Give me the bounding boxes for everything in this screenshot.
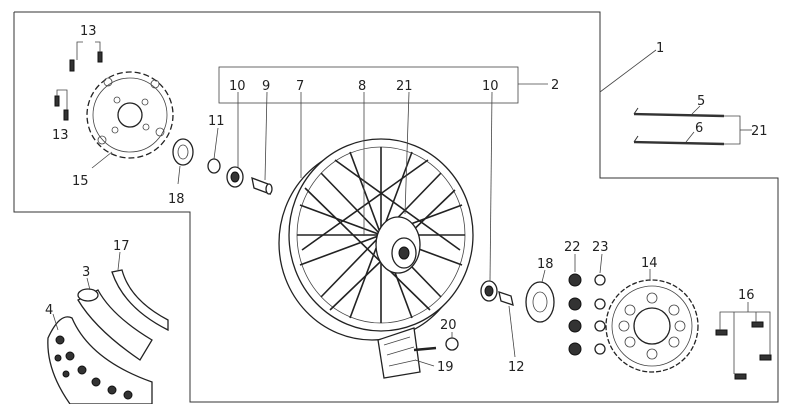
callout-4: 4 xyxy=(45,303,53,318)
inner-tube xyxy=(77,288,153,361)
kit-bracket xyxy=(218,66,519,104)
callout-19: 19 xyxy=(437,360,454,375)
callout-10-left: 10 xyxy=(229,79,246,94)
collar-right xyxy=(498,291,514,306)
callout-1: 1 xyxy=(656,41,664,56)
callout-12: 12 xyxy=(508,360,525,375)
rim-lock xyxy=(377,327,437,379)
lock-washers xyxy=(594,274,606,355)
bearing-right xyxy=(480,280,498,302)
callout-7: 7 xyxy=(296,79,304,94)
axle-collar xyxy=(251,176,273,196)
callout-21-kit: 21 xyxy=(396,79,413,94)
callout-22: 22 xyxy=(564,240,581,255)
rim-lock-nut xyxy=(445,337,459,351)
brake-disc xyxy=(86,71,174,159)
assembly-frame xyxy=(13,11,779,403)
callout-9: 9 xyxy=(262,79,270,94)
callout-18-right: 18 xyxy=(537,257,554,272)
callout-3: 3 xyxy=(82,265,90,280)
sprocket-bolts xyxy=(715,321,772,380)
callout-13-top: 13 xyxy=(80,24,97,39)
callout-2: 2 xyxy=(551,78,559,93)
callout-20: 20 xyxy=(440,318,457,333)
bearing-left xyxy=(226,166,244,188)
callout-11: 11 xyxy=(208,114,225,129)
callout-18-left: 18 xyxy=(168,192,185,207)
rear-sprocket xyxy=(605,279,699,373)
rim-strip xyxy=(111,269,169,332)
callout-6: 6 xyxy=(695,121,703,136)
spare-spokes xyxy=(633,107,725,146)
callout-10-right: 10 xyxy=(482,79,499,94)
callout-17: 17 xyxy=(113,239,130,254)
callout-23: 23 xyxy=(592,240,609,255)
wheel-hub xyxy=(375,216,421,274)
callout-16: 16 xyxy=(738,288,755,303)
callout-13-bottom: 13 xyxy=(52,128,69,143)
seal-right xyxy=(525,281,555,323)
callout-8: 8 xyxy=(358,79,366,94)
callout-15: 15 xyxy=(72,174,89,189)
sprocket-nuts xyxy=(568,273,582,356)
callout-5: 5 xyxy=(697,94,705,109)
callout-14: 14 xyxy=(641,256,658,271)
seal-left xyxy=(172,138,194,166)
tire xyxy=(47,316,153,404)
spacer-left xyxy=(207,158,221,174)
callout-21-spokes: 21 xyxy=(751,124,768,139)
